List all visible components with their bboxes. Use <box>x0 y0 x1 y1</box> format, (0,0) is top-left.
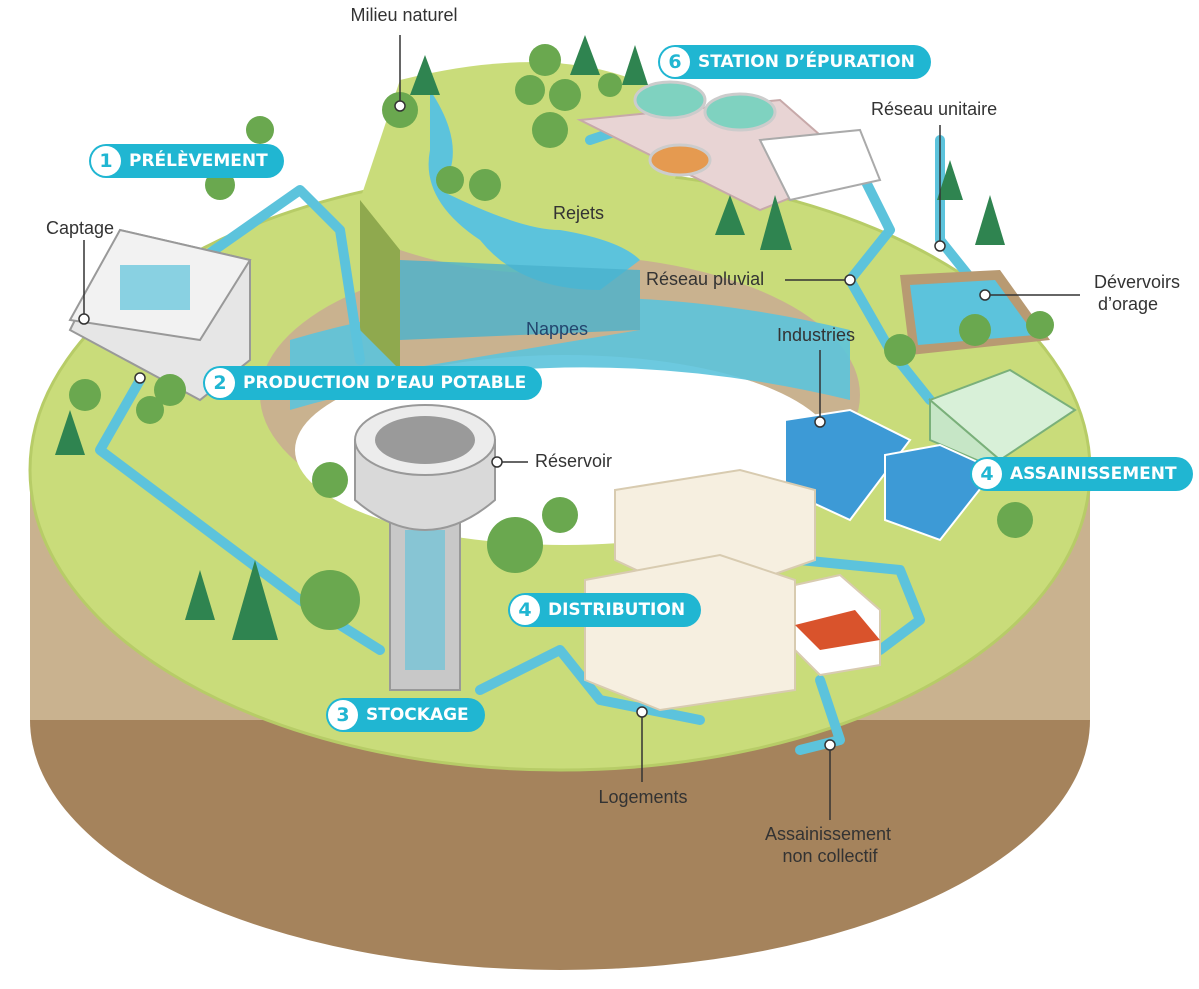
step-label: DISTRIBUTION <box>548 600 686 620</box>
label-captage: Captage <box>46 218 115 238</box>
leader-lines <box>83 35 1080 820</box>
step-number: 4 <box>972 459 1002 489</box>
step-label: STATION D’ÉPURATION <box>698 52 915 72</box>
step-badge-prelevement: 1 PRÉLÈVEMENT <box>89 144 284 178</box>
step-number: 3 <box>328 700 358 730</box>
treatment-plant <box>576 80 882 212</box>
step-badge-distribution: 4 DISTRIBUTION <box>508 593 702 627</box>
label-anc-2: non collectif <box>782 846 878 866</box>
water-tower <box>354 404 496 691</box>
step-number: 4 <box>510 595 540 625</box>
label-rejets: Rejets <box>553 203 605 223</box>
label-anc-1: Assainissement <box>764 824 892 844</box>
step-badge-assainissement: 4 ASSAINISSEMENT <box>970 457 1193 491</box>
step-number: 6 <box>660 47 690 77</box>
label-reservoir: Réservoir <box>535 451 613 471</box>
step-label: PRÉLÈVEMENT <box>129 151 268 171</box>
step-badge-station-epuration: 6 STATION D’ÉPURATION <box>658 45 931 79</box>
label-reseau-pluvial: Réseau pluvial <box>646 269 765 289</box>
step-badge-stockage: 3 STOCKAGE <box>326 698 485 732</box>
industries-buildings <box>784 408 997 542</box>
label-devervoirs-1: Dévervoirs <box>1093 272 1181 292</box>
greenhouses <box>928 368 1077 472</box>
step-number: 1 <box>91 146 121 176</box>
label-industries: Industries <box>777 325 856 345</box>
step-label: PRODUCTION D’EAU POTABLE <box>243 373 527 393</box>
trees <box>69 44 1054 630</box>
label-nappes: Nappes <box>526 319 589 339</box>
step-badge-production: 2 PRODUCTION D’EAU POTABLE <box>203 366 543 400</box>
leader-dots <box>78 100 991 751</box>
step-label: ASSAINISSEMENT <box>1010 464 1177 484</box>
label-milieu-naturel: Milieu naturel <box>350 5 458 25</box>
conifers <box>55 35 1005 640</box>
label-devervoirs-2: d’orage <box>1097 294 1159 314</box>
step-label: STOCKAGE <box>366 705 469 725</box>
step-number: 2 <box>205 368 235 398</box>
label-logements: Logements <box>598 787 688 807</box>
storm-basin <box>900 270 1050 355</box>
label-reseau-unitaire: Réseau unitaire <box>871 99 998 119</box>
